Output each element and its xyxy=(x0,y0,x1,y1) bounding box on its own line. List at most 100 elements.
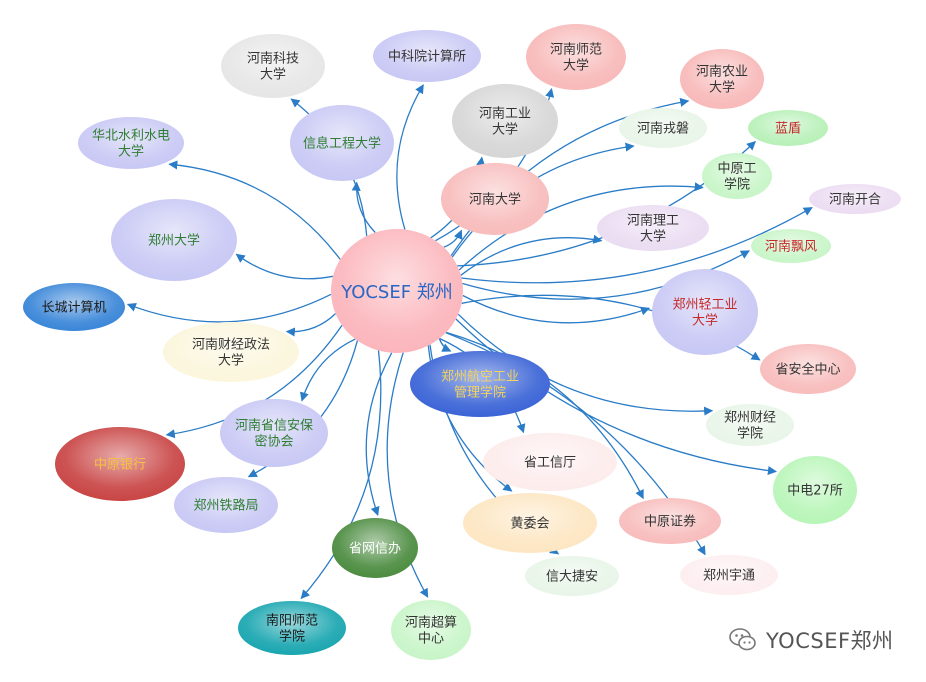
connector-nanyang xyxy=(300,350,382,600)
node-label: 学院 xyxy=(737,426,763,442)
node-label: 河南农业 xyxy=(696,64,748,80)
node-label: 中原证券 xyxy=(644,514,696,530)
node-label: 省网信办 xyxy=(349,542,401,557)
node-label: 学院 xyxy=(279,629,305,645)
node-label: 河南大学 xyxy=(469,192,521,208)
node-label: 郑州轻工业 xyxy=(672,298,737,313)
node-label: 大学 xyxy=(118,144,144,160)
node-label: 河南工业 xyxy=(479,106,531,122)
node-label: 黄委会 xyxy=(510,517,549,532)
connector-xinxi xyxy=(351,181,376,233)
node-label: 河南师范 xyxy=(550,42,602,58)
node-label: 河南开合 xyxy=(829,192,881,208)
node-label: 大学 xyxy=(492,122,518,138)
watermark-text: YOCSEF郑州 xyxy=(766,629,894,653)
node-label: 中科院计算所 xyxy=(388,50,466,65)
connector-qinggongye xyxy=(462,294,651,324)
connector-hangkong xyxy=(438,338,452,352)
node-label: 大学 xyxy=(563,58,589,74)
node-label: 大学 xyxy=(692,313,718,329)
node-xinxi[interactable]: 信息工程大学 xyxy=(290,105,394,181)
connector-xinan-xiehui xyxy=(299,338,356,402)
node-zhongyuan-zhengquan[interactable]: 中原证券 xyxy=(619,498,721,544)
node-zhengzhou-daxue[interactable]: 郑州大学 xyxy=(111,199,237,281)
connector-lines xyxy=(126,84,813,600)
node-label: 中电27所 xyxy=(787,484,843,499)
node-huangwei[interactable]: 黄委会 xyxy=(463,493,597,553)
connector-huabei xyxy=(168,160,341,260)
connector-chaosuan xyxy=(386,352,429,598)
node-gongxinting[interactable]: 省工信厅 xyxy=(483,433,617,491)
node-label: 河南飘风 xyxy=(765,239,817,255)
node-label: 大学 xyxy=(640,229,666,245)
node-label: 信息工程大学 xyxy=(303,136,381,152)
connector-zz-caijing xyxy=(457,313,714,416)
node-label: 河南科技 xyxy=(247,51,299,67)
node-yutong[interactable]: 郑州宇通 xyxy=(680,555,778,595)
node-label: 南阳师范 xyxy=(266,613,318,629)
node-zhongkeyuan[interactable]: 中科院计算所 xyxy=(373,30,481,82)
node-label: 管理学院 xyxy=(454,385,506,401)
connector-henan-ligong xyxy=(460,234,603,276)
node-label: 密协会 xyxy=(254,434,293,450)
node-label: 郑州航空工业 xyxy=(441,369,519,385)
connector-zhongkeyuan xyxy=(396,84,424,230)
node-label: 大学 xyxy=(260,67,286,83)
node-label: 河南理工 xyxy=(627,213,679,229)
node-label: 大学 xyxy=(218,353,244,369)
node-label: 河南戎磐 xyxy=(637,121,689,137)
connector-zhongyuan-zhengquan xyxy=(445,331,644,500)
center-node[interactable]: YOCSEF 郑州 xyxy=(331,229,463,353)
node-label: 省工信厅 xyxy=(524,456,576,471)
node-rongqing[interactable]: 河南戎磐 xyxy=(619,108,707,148)
node-label: 信大捷安 xyxy=(546,570,598,585)
node-label: 河南超算 xyxy=(405,615,457,631)
connector-zhongyuan-gong xyxy=(458,182,704,271)
node-cetc27[interactable]: 中电27所 xyxy=(773,456,857,524)
connector-caijing-zhengfa xyxy=(285,313,336,337)
node-tielu[interactable]: 郑州铁路局 xyxy=(174,477,278,533)
connector-henan-kaihe xyxy=(461,207,813,284)
wechat-watermark: YOCSEF郑州 xyxy=(728,622,894,658)
connector-changcheng xyxy=(126,293,332,323)
center-node-label: YOCSEF 郑州 xyxy=(340,282,453,303)
nodes-layer: 河南科技大学中科院计算所河南师范大学河南农业大学华北水利水电大学信息工程大学河南… xyxy=(23,24,901,660)
node-label: 河南财经政法 xyxy=(192,337,270,353)
node-label: 中原工 xyxy=(717,162,756,177)
node-landun[interactable]: 蓝盾 xyxy=(748,110,828,146)
connector-piaofeng xyxy=(462,250,750,300)
node-anquan[interactable]: 省安全中心 xyxy=(760,344,856,394)
node-label: 大学 xyxy=(709,80,735,96)
wechat-icon xyxy=(729,628,756,651)
node-wangxinban[interactable]: 省网信办 xyxy=(332,518,418,578)
node-label: 中原银行 xyxy=(94,458,146,473)
node-piaofeng[interactable]: 河南飘风 xyxy=(751,229,831,263)
node-label: 郑州铁路局 xyxy=(193,498,258,514)
node-zhongyuan-yinhang[interactable]: 中原银行 xyxy=(55,427,185,501)
node-changcheng[interactable]: 长城计算机 xyxy=(23,283,125,331)
connector-zhengzhou-daxue xyxy=(235,253,334,280)
node-henan-daxue[interactable]: 河南大学 xyxy=(441,163,549,235)
node-henan-kaihe[interactable]: 河南开合 xyxy=(809,184,901,214)
connector-wangxinban xyxy=(365,352,393,516)
node-xinda[interactable]: 信大捷安 xyxy=(525,556,619,596)
connector-henan-daxue xyxy=(443,229,463,248)
node-label: 郑州大学 xyxy=(148,233,200,249)
node-label: 学院 xyxy=(724,177,750,193)
node-label: 郑州财经 xyxy=(724,411,776,426)
